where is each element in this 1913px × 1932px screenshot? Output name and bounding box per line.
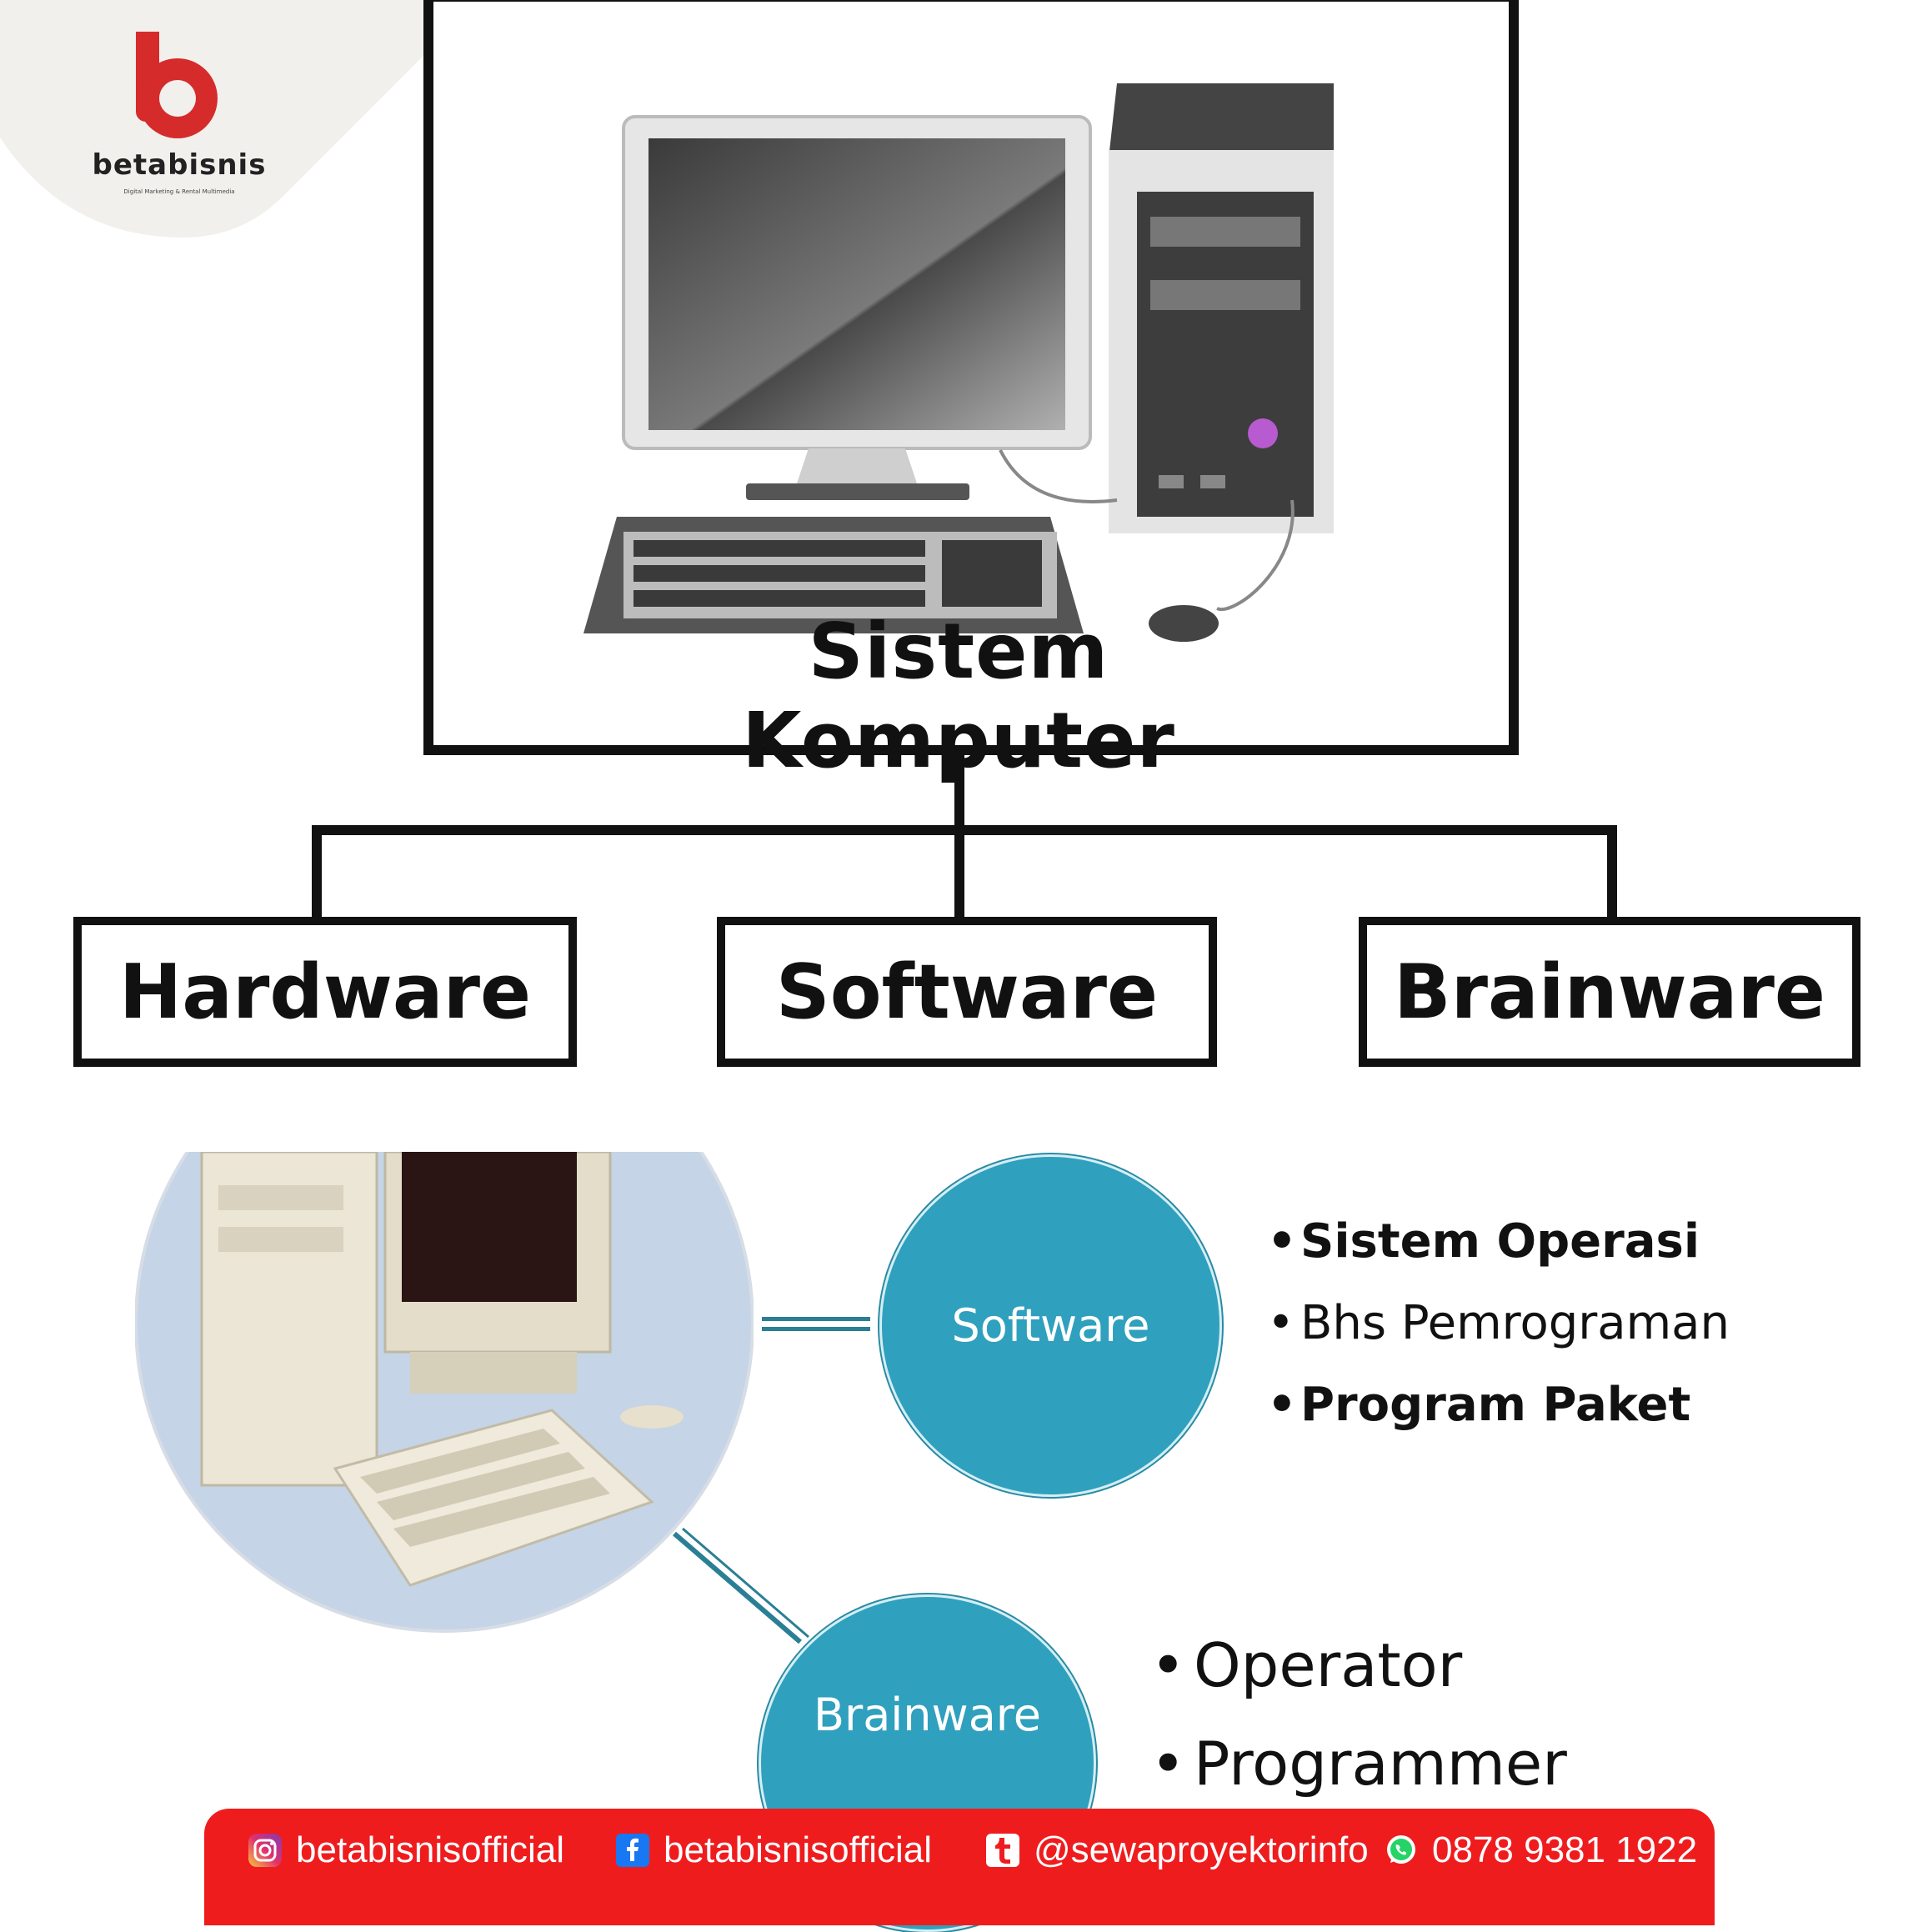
trunk-connector — [954, 755, 964, 835]
brand-tagline: Digital Marketing & Rental Multimedia — [79, 188, 279, 195]
software-item: Program Paket — [1267, 1376, 1730, 1458]
footer-instagram[interactable]: betabisnisofficial — [248, 1825, 564, 1875]
software-items-list: Sistem Operasi Bhs Pemrograman Program P… — [1267, 1213, 1730, 1458]
brainware-node: Brainware — [1359, 917, 1860, 1067]
whatsapp-number: 0878 9381 1922 — [1432, 1829, 1697, 1871]
photo-software-connector-1 — [762, 1317, 870, 1321]
pc-photo-circle — [135, 1152, 754, 1635]
footer-facebook[interactable]: betabisnisofficial — [615, 1825, 932, 1875]
photo-software-connector-2 — [762, 1327, 870, 1331]
brainware-connector — [1607, 825, 1617, 918]
hardware-connector — [312, 825, 322, 918]
brainware-item: Operator — [1150, 1632, 1567, 1730]
software-item: Sistem Operasi — [1267, 1213, 1730, 1294]
tumblr-handle: @sewaproyektorinfo — [1034, 1829, 1369, 1871]
hardware-node: Hardware — [73, 917, 577, 1067]
brand-name: betabisnis — [58, 148, 300, 182]
instagram-icon — [248, 1833, 283, 1868]
instagram-handle: betabisnisofficial — [296, 1829, 564, 1871]
software-circle: Software — [879, 1154, 1222, 1497]
facebook-icon — [615, 1833, 650, 1868]
desktop-computer-illustration — [583, 33, 1334, 650]
software-item: Bhs Pemrograman — [1267, 1294, 1730, 1376]
photo-brainware-connector — [671, 1525, 813, 1650]
horizontal-connector — [312, 825, 1617, 835]
brainware-items-list: Operator Programmer — [1150, 1632, 1567, 1829]
tumblr-icon — [985, 1833, 1020, 1868]
whatsapp-icon — [1384, 1833, 1419, 1868]
software-node: Software — [717, 917, 1217, 1067]
footer-tumblr[interactable]: @sewaproyektorinfo — [985, 1825, 1369, 1875]
software-connector — [954, 825, 964, 918]
footer-whatsapp[interactable]: 0878 9381 1922 — [1384, 1825, 1697, 1875]
facebook-handle: betabisnisofficial — [664, 1829, 932, 1871]
